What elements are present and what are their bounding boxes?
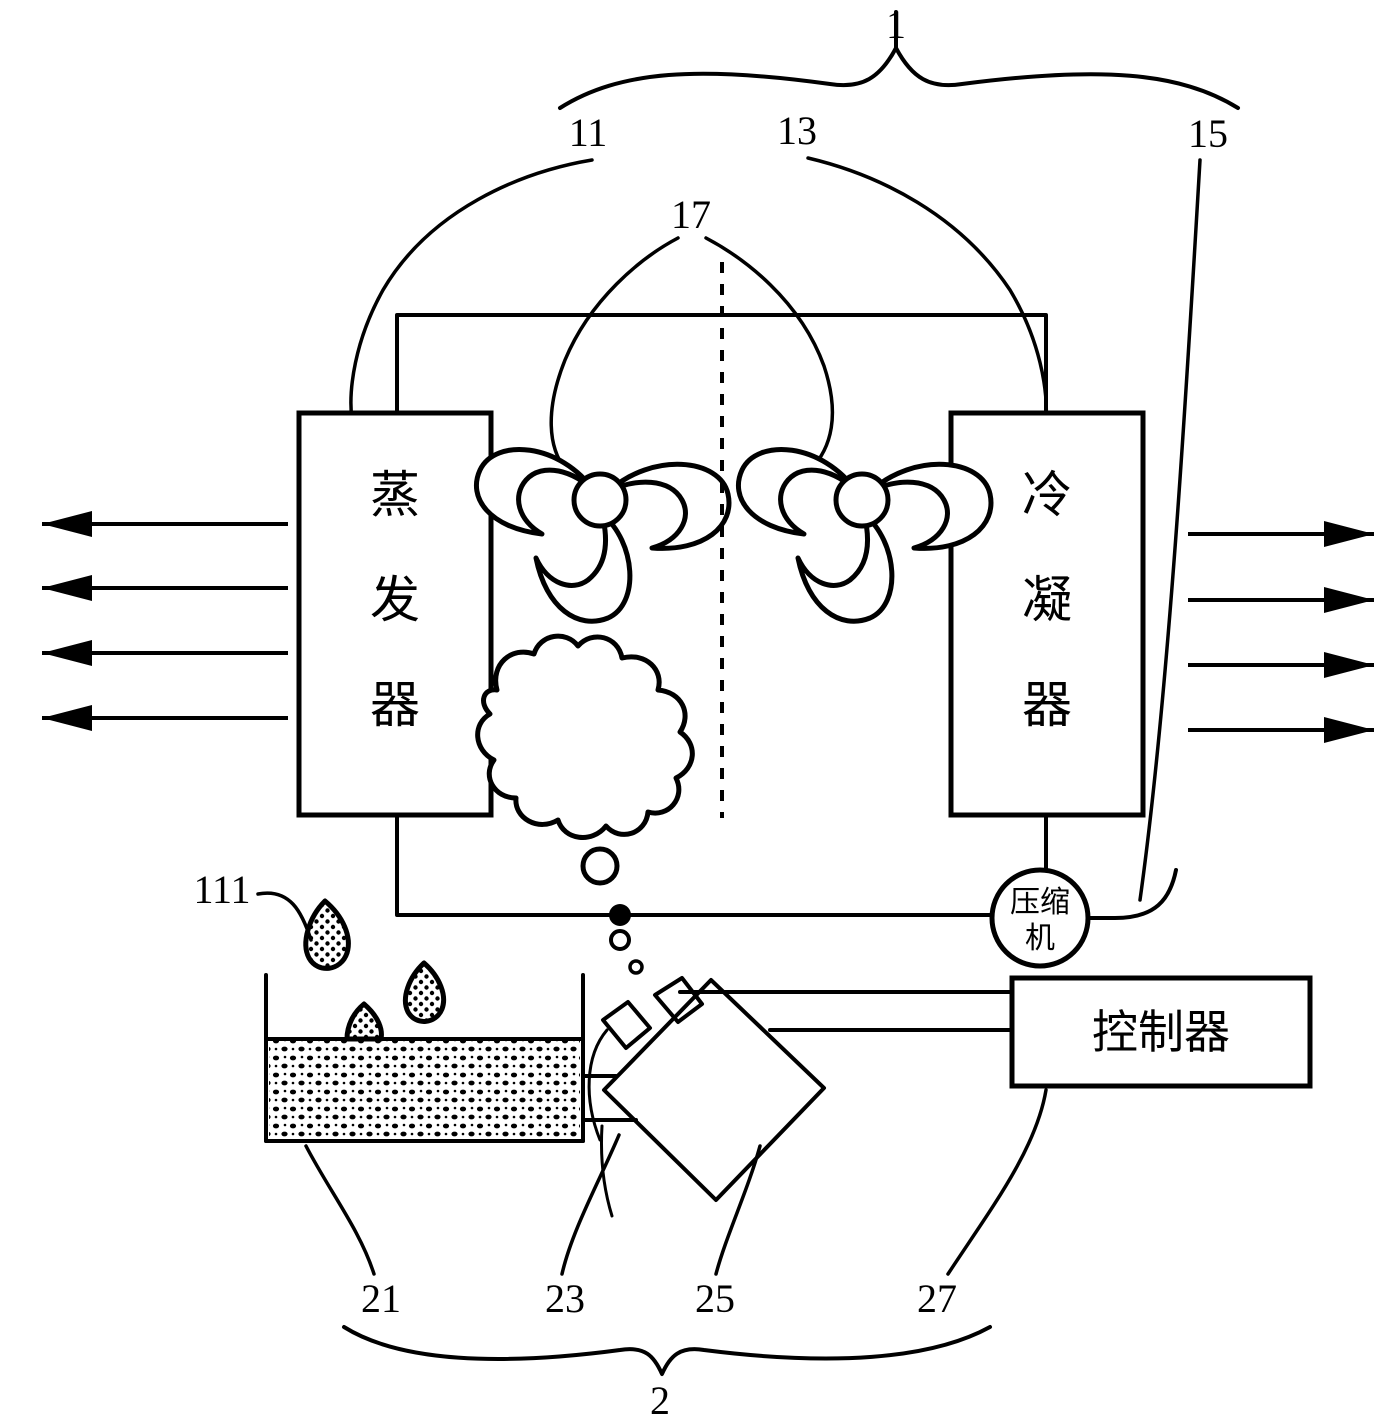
condenser-unit: 冷 凝 器 — [948, 410, 1146, 818]
ref-numeral-25: 25 — [695, 1276, 735, 1321]
evaporator-char-2: 发 — [370, 571, 420, 629]
ref-numeral-1: 1 — [886, 2, 906, 47]
mist-cloud — [475, 633, 695, 975]
water-fill — [269, 1039, 580, 1139]
mist-bubble-small — [609, 929, 631, 951]
ref-numeral-21: 21 — [361, 1276, 401, 1321]
evaporator-box — [296, 410, 494, 818]
condenser-char-1: 冷 — [1022, 466, 1072, 524]
compressor-unit: 压缩 机 — [989, 867, 1178, 969]
airflow-arrow-right-4 — [1188, 717, 1374, 743]
mist-bubble-large — [580, 846, 620, 886]
water-tank — [264, 973, 585, 1143]
ref-numeral-11: 11 — [569, 110, 608, 155]
ref-numeral-111: 111 — [193, 867, 250, 912]
leader-line-27 — [946, 1088, 1048, 1276]
top-brace-assembly-1 — [558, 10, 1240, 110]
ref-numeral-15: 15 — [1188, 111, 1228, 156]
pipe-junction-dot — [609, 904, 631, 926]
droplet-2 — [402, 960, 447, 1024]
ref-numeral-23: 23 — [545, 1276, 585, 1321]
condenser-char-2: 凝 — [1022, 571, 1072, 629]
condenser-char-3: 器 — [1022, 676, 1072, 734]
controller-wires — [678, 990, 1014, 1032]
controller-unit: 控制器 — [1009, 975, 1313, 1089]
leader-line-21 — [304, 1144, 376, 1276]
ref-numeral-13: 13 — [777, 108, 817, 153]
airflow-arrow-left-4 — [42, 705, 288, 731]
nozzle-block-1 — [601, 1000, 652, 1050]
controller-label: 控制器 — [1092, 1005, 1230, 1059]
airflow-arrow-right-1 — [1188, 521, 1374, 547]
fan-left — [473, 447, 732, 624]
airflow-arrow-right-2 — [1188, 587, 1374, 613]
bottom-brace-assembly-2 — [342, 1325, 992, 1376]
droplet-1 — [303, 898, 351, 971]
ref-numeral-2: 2 — [650, 1378, 670, 1420]
compressor-label-line1: 压缩 — [1010, 885, 1070, 920]
leader-line-15 — [1138, 158, 1202, 902]
leader-line-23 — [560, 1133, 621, 1276]
nozzle-block-2 — [653, 976, 704, 1024]
fan-right — [735, 447, 994, 624]
leader-line-17 — [549, 236, 835, 472]
droplet-3-splash — [344, 1001, 384, 1042]
pump-atomizer-unit — [581, 976, 826, 1218]
evaporator-char-1: 蒸 — [370, 466, 420, 524]
water-droplets — [303, 898, 447, 1042]
leader-line-25 — [714, 1144, 762, 1276]
compressor-label-line2: 机 — [1025, 921, 1055, 956]
airflow-arrows-right — [1188, 521, 1374, 743]
evaporator-unit: 蒸 发 器 — [296, 410, 494, 818]
airflow-arrows-left — [42, 511, 288, 731]
evaporator-char-3: 器 — [370, 676, 420, 734]
airflow-arrow-left-1 — [42, 511, 288, 537]
ref-numeral-27: 27 — [917, 1276, 957, 1321]
airflow-arrow-right-3 — [1188, 652, 1374, 678]
refrigerant-pipe-bottom — [395, 813, 1048, 926]
ref-numeral-17: 17 — [671, 192, 711, 237]
mist-bubble-tiny — [628, 959, 644, 975]
pump-body — [602, 978, 826, 1202]
airflow-arrow-left-3 — [42, 640, 288, 666]
airflow-arrow-left-2 — [42, 575, 288, 601]
leader-line-111 — [256, 891, 313, 942]
